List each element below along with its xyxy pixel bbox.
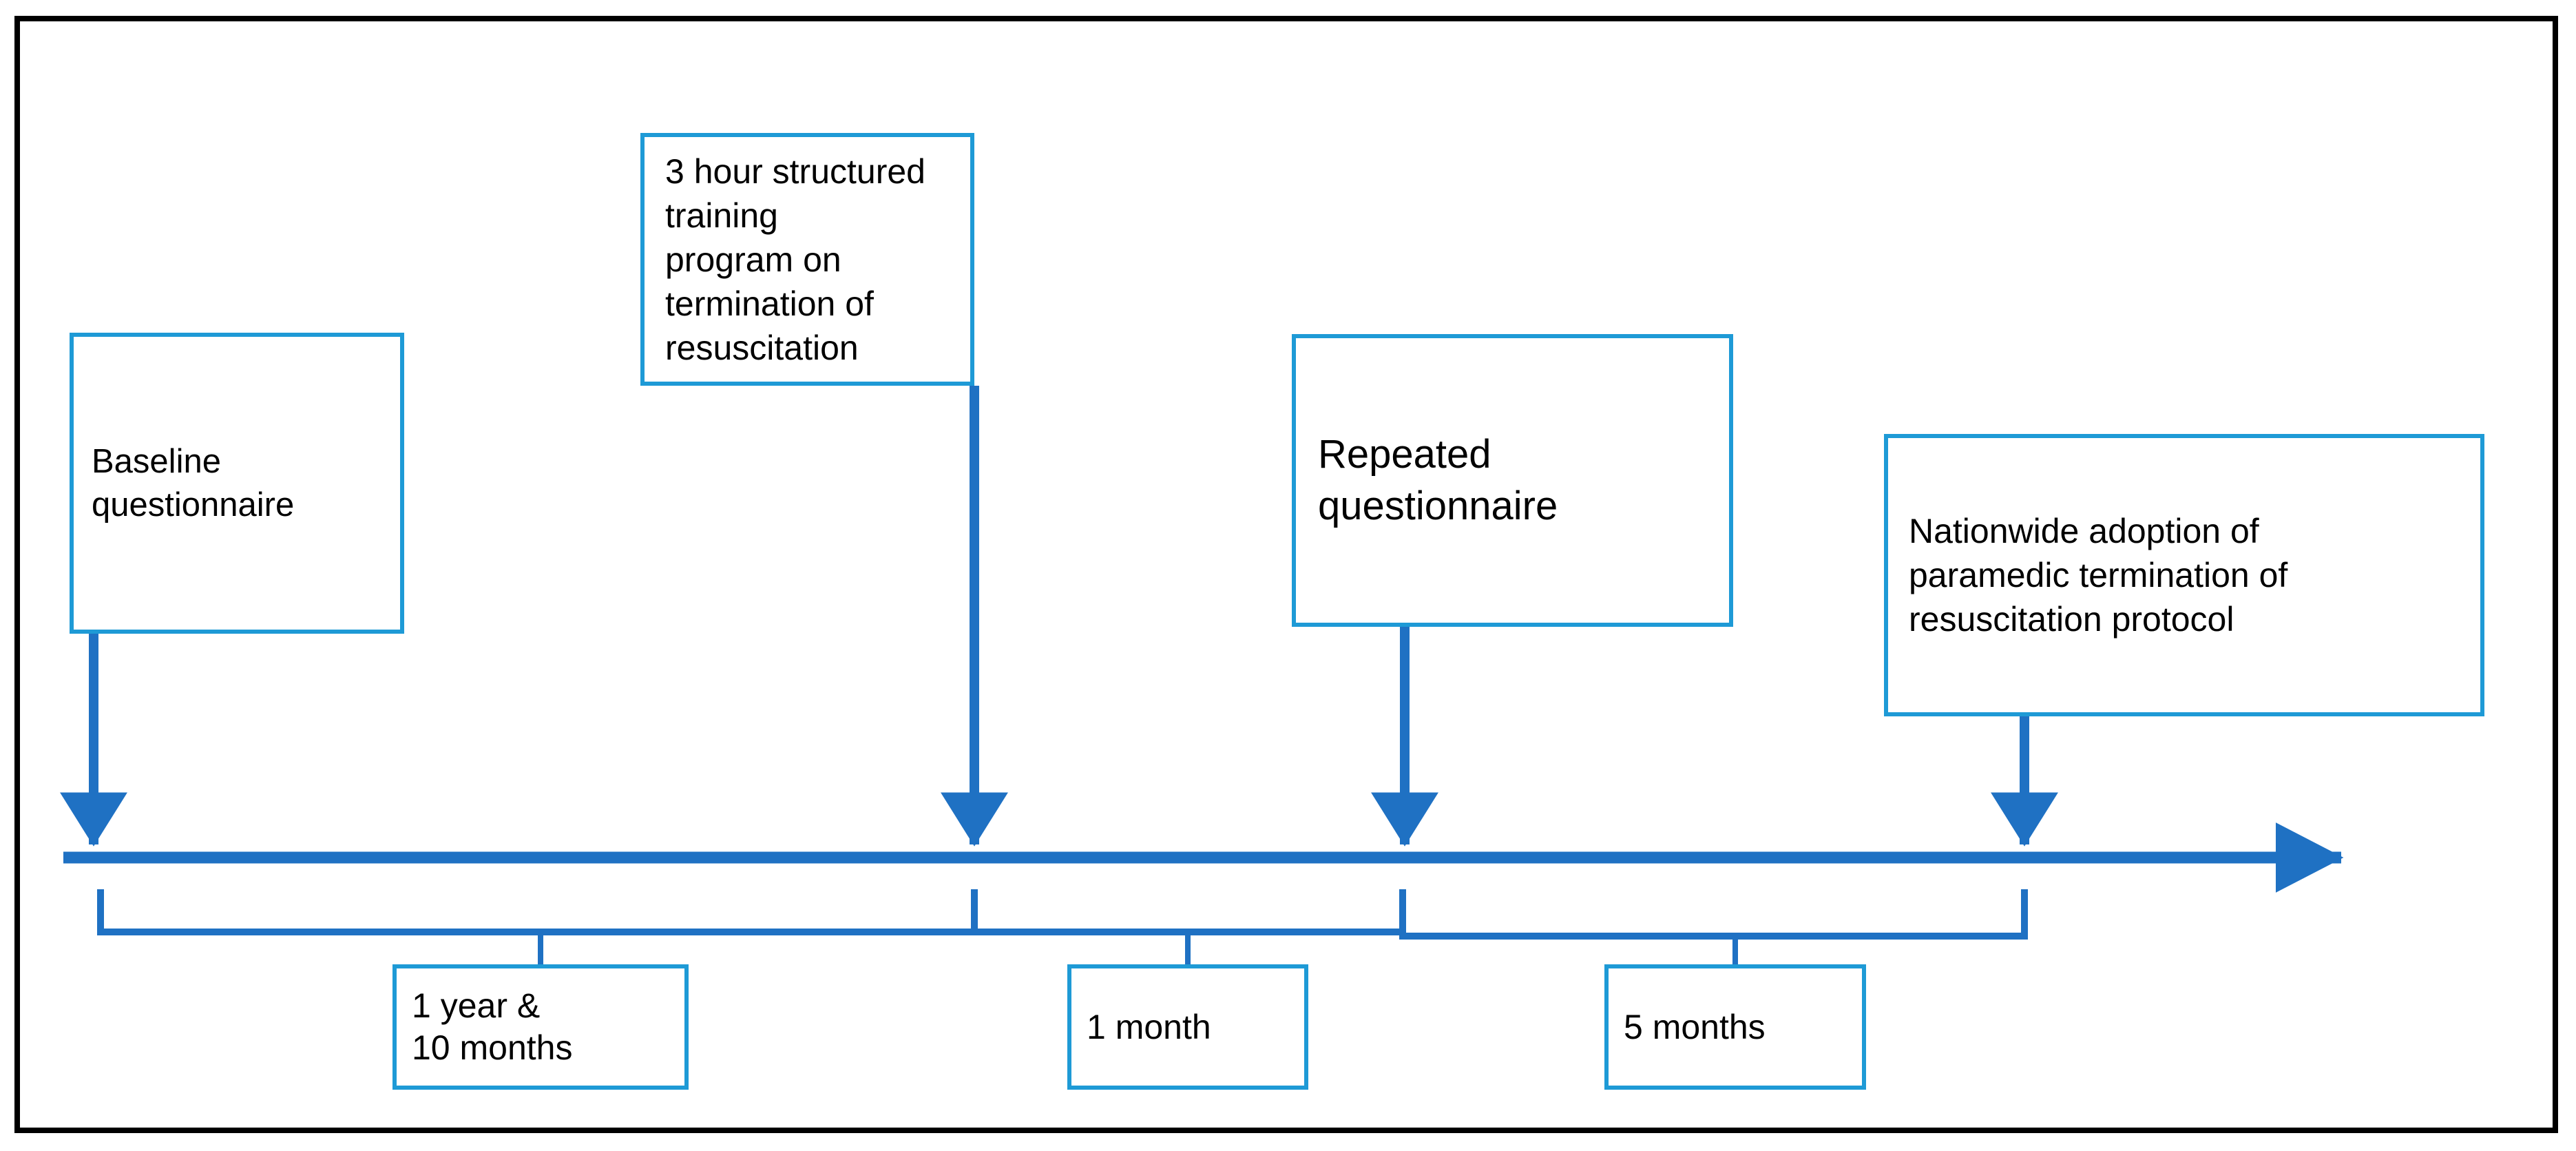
event-label-repeated-questionnaire: Repeated questionnaire: [1318, 432, 1558, 528]
event-label-nationwide-adoption: Nationwide adoption of paramedic termina…: [1909, 512, 2288, 639]
duration-box-baseline-to-training[interactable]: 1 year & 10 months: [392, 964, 689, 1090]
duration-label-repeated-to-nationwide: 5 months: [1624, 1007, 1766, 1046]
event-label-baseline-questionnaire: Baseline questionnaire: [92, 442, 295, 523]
duration-box-training-to-repeated[interactable]: 1 month: [1067, 964, 1308, 1090]
duration-label-training-to-repeated: 1 month: [1087, 1007, 1211, 1046]
duration-label-baseline-to-training: 1 year & 10 months: [412, 986, 573, 1067]
event-box-baseline-questionnaire[interactable]: Baseline questionnaire: [70, 333, 404, 634]
figure-border: [14, 16, 2558, 1133]
event-box-nationwide-adoption[interactable]: Nationwide adoption of paramedic termina…: [1884, 434, 2484, 716]
event-box-training-program[interactable]: 3 hour structured training program on te…: [640, 133, 974, 386]
duration-box-repeated-to-nationwide[interactable]: 5 months: [1604, 964, 1866, 1090]
event-box-repeated-questionnaire[interactable]: Repeated questionnaire: [1292, 334, 1733, 627]
event-label-training-program: 3 hour structured training program on te…: [665, 152, 925, 367]
